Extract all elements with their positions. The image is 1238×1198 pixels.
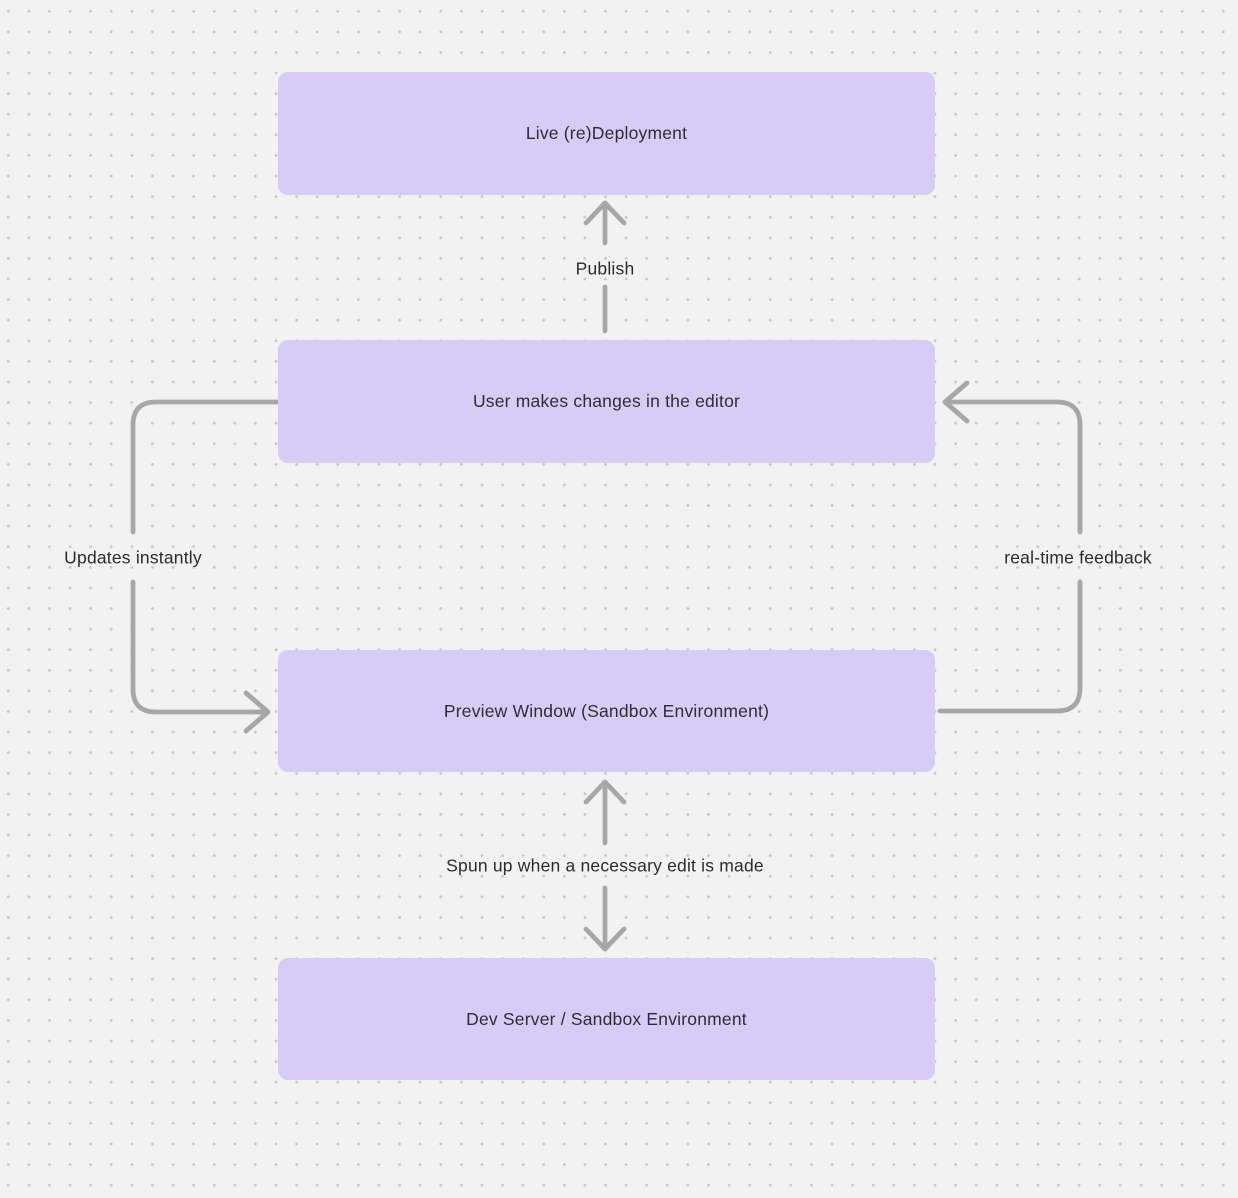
arrow-shaft[interactable] bbox=[130, 399, 281, 535]
node-label: User makes changes in the editor bbox=[472, 391, 741, 411]
edge-label-updates-instantly[interactable]: Updates instantly bbox=[64, 547, 202, 568]
node-dev-server[interactable]: Dev Server / Sandbox Environment bbox=[278, 958, 935, 1080]
node-label: Dev Server / Sandbox Environment bbox=[466, 1008, 747, 1029]
arrow-down-icon bbox=[583, 926, 627, 952]
arrow-right-icon bbox=[243, 690, 271, 734]
node-live-redeployment[interactable]: Live (re)Deployment bbox=[278, 72, 935, 195]
arrow-left-icon bbox=[942, 380, 970, 424]
arrow-shaft[interactable] bbox=[937, 579, 1083, 714]
node-label: Preview Window (Sandbox Environment) bbox=[443, 700, 770, 721]
arrow-shaft[interactable] bbox=[130, 579, 268, 715]
connector-spun-up-downward[interactable] bbox=[583, 885, 627, 952]
connector-updates-instantly[interactable] bbox=[130, 399, 281, 734]
edge-label-spun-up[interactable]: Spun up when a necessary edit is made bbox=[446, 855, 764, 876]
arrow-shaft[interactable] bbox=[945, 399, 1083, 535]
connector-publish[interactable] bbox=[583, 200, 627, 334]
arrow-up-icon bbox=[583, 200, 627, 226]
connector-spun-up-upward[interactable] bbox=[583, 779, 627, 846]
connector-realtime-feedback[interactable] bbox=[937, 380, 1083, 714]
edge-label-realtime-feedback[interactable]: real-time feedback bbox=[1004, 547, 1152, 568]
edge-label-publish[interactable]: Publish bbox=[575, 258, 635, 279]
arrow-up-icon bbox=[583, 779, 627, 805]
node-label: Live (re)Deployment bbox=[525, 123, 688, 143]
node-user-editor[interactable]: User makes changes in the editor bbox=[278, 340, 935, 463]
node-preview-window[interactable]: Preview Window (Sandbox Environment) bbox=[278, 650, 935, 772]
